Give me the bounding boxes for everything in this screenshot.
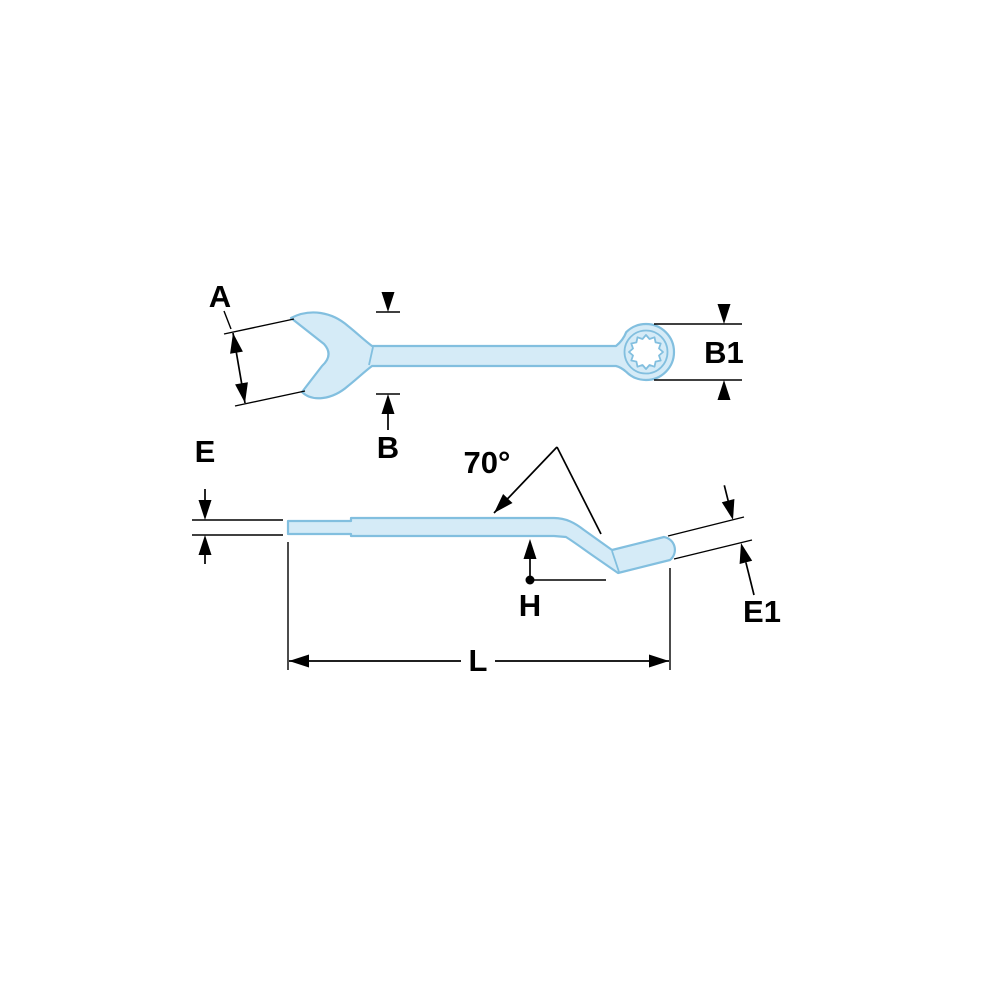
leader-line (723, 485, 730, 502)
dimension-l: L (287, 542, 671, 678)
dim-label-b1: B1 (704, 335, 744, 370)
dim-label-h: H (519, 588, 541, 623)
arrowhead-up (717, 380, 731, 400)
arrowhead-left (289, 654, 309, 668)
dimension-e1: E1 (667, 485, 781, 629)
side-view-wrench (286, 516, 676, 575)
angle-leg (556, 446, 602, 535)
arrowhead-up (230, 333, 243, 354)
arrowhead-down (717, 304, 731, 324)
arrowhead-up (523, 539, 537, 559)
arrowhead-right (649, 654, 669, 668)
reference-dot (525, 575, 535, 585)
arrowhead-angle (494, 494, 513, 513)
arrowhead-down (235, 382, 248, 403)
dimension-b1: B1 (654, 304, 744, 400)
top-view-wrench (289, 311, 676, 400)
ring-12point-hole (628, 334, 664, 370)
arrowhead-up (198, 535, 212, 555)
ring-chamfer-circle (623, 329, 669, 375)
dim-label-e: E (195, 434, 216, 469)
extension-line (223, 318, 295, 335)
dimension-b: B (376, 292, 400, 465)
dim-label-e1: E1 (743, 594, 781, 629)
dimension-e: E (192, 434, 283, 564)
ring-edge-line (611, 550, 620, 573)
arrowhead-up (381, 394, 395, 414)
leader-line (223, 310, 232, 330)
dimension-angle: 70° (464, 445, 602, 535)
dim-label-angle: 70° (464, 445, 511, 480)
wrench-body-profile (286, 516, 676, 575)
dim-label-a: A (209, 279, 231, 314)
arrowhead-down (381, 292, 395, 312)
dim-label-l: L (469, 643, 488, 678)
wrench-body-plan (289, 311, 676, 400)
extension-line (673, 539, 753, 560)
extension-line (667, 516, 745, 537)
arrowhead-up-left (739, 543, 753, 564)
dim-label-b: B (377, 430, 399, 465)
leader-line (745, 562, 755, 596)
extension-line (234, 390, 306, 407)
dimension-h: H (519, 539, 606, 623)
arrowhead-down-right (721, 499, 735, 520)
dimension-a: A (209, 279, 306, 407)
arrowhead-down (198, 500, 212, 520)
head-neck-line (368, 346, 374, 366)
